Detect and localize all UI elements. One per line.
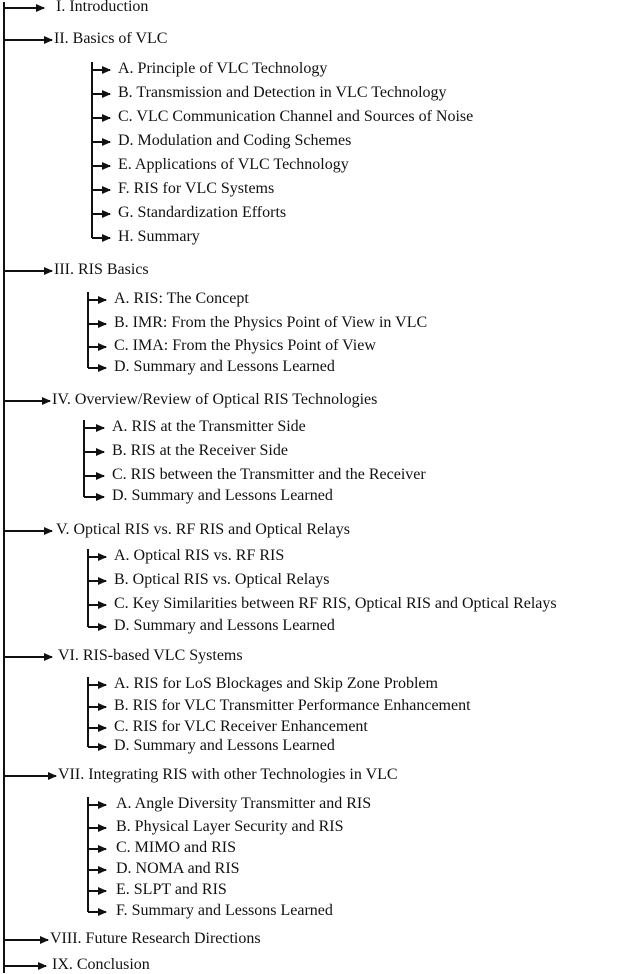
subsection-label: C. MIMO and RIS (116, 839, 237, 856)
section-label: IX. Conclusion (52, 956, 150, 973)
section-label: III. RIS Basics (54, 261, 149, 278)
subsection-label: B. RIS for VLC Transmitter Performance E… (114, 697, 471, 714)
section-label: VII. Integrating RIS with other Technolo… (58, 766, 398, 783)
subsection-label: A. RIS at the Transmitter Side (112, 418, 306, 435)
section-label: IV. Overview/Review of Optical RIS Techn… (52, 391, 378, 408)
subsection-label: C. VLC Communication Channel and Sources… (118, 108, 474, 125)
subsection-label: A. Principle of VLC Technology (118, 60, 328, 77)
subsection-label: B. IMR: From the Physics Point of View i… (114, 314, 428, 331)
subsection-label: D. Summary and Lessons Learned (112, 487, 333, 504)
subsection-label: D. Modulation and Coding Schemes (118, 132, 352, 149)
subsection-label: E. Applications of VLC Technology (118, 156, 349, 173)
subsection-label: C. RIS for VLC Receiver Enhancement (114, 718, 368, 735)
section-label: II. Basics of VLC (54, 30, 168, 47)
subsection-label: C. IMA: From the Physics Point of View (114, 337, 376, 354)
subsection-label: B. Optical RIS vs. Optical Relays (114, 571, 330, 588)
subsection-label: B. Physical Layer Security and RIS (116, 818, 344, 835)
subsection-label: G. Standardization Efforts (118, 204, 287, 221)
subsection-label: D. Summary and Lessons Learned (114, 358, 335, 375)
subsection-label: A. Angle Diversity Transmitter and RIS (116, 795, 372, 812)
section-label: VI. RIS-based VLC Systems (58, 647, 243, 664)
subsection-label: D. Summary and Lessons Learned (114, 617, 335, 634)
subsection-label: D. Summary and Lessons Learned (114, 737, 335, 754)
subsection-label: F. RIS for VLC Systems (118, 180, 275, 197)
subsection-label: C. Key Similarities between RF RIS, Opti… (114, 595, 557, 612)
subsection-label: H. Summary (118, 228, 200, 245)
subsection-label: B. RIS at the Receiver Side (112, 442, 288, 459)
subsection-label: F. Summary and Lessons Learned (116, 902, 333, 919)
subsection-label: A. RIS: The Concept (114, 290, 249, 307)
section-label: VIII. Future Research Directions (50, 930, 261, 947)
subsection-label: B. Transmission and Detection in VLC Tec… (118, 84, 447, 101)
section-label: V. Optical RIS vs. RF RIS and Optical Re… (56, 521, 350, 538)
section-label: I. Introduction (56, 0, 149, 15)
subsection-label: A. Optical RIS vs. RF RIS (114, 547, 285, 564)
subsection-label: E. SLPT and RIS (116, 881, 227, 898)
subsection-label: C. RIS between the Transmitter and the R… (112, 466, 426, 483)
subsection-label: D. NOMA and RIS (116, 860, 240, 877)
subsection-label: A. RIS for LoS Blockages and Skip Zone P… (114, 675, 438, 692)
